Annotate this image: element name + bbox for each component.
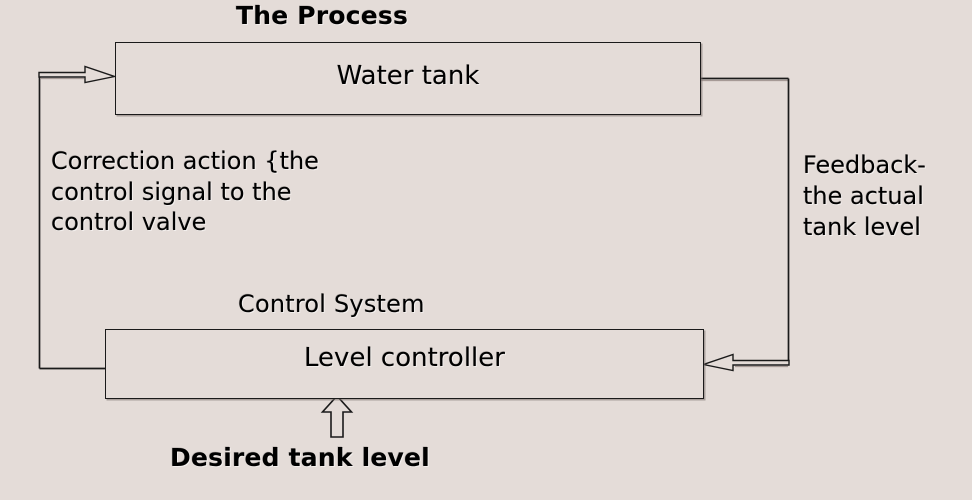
up-arrow-icon <box>320 394 354 438</box>
connector-setpoint <box>320 394 354 438</box>
heading-the-process: The Process <box>236 1 409 30</box>
annotation-desired-tank-level: Desired tank level <box>170 443 430 472</box>
annotation-correction-action: Correction action {the control signal to… <box>51 147 319 237</box>
connector-feedback <box>700 77 790 372</box>
right-arrow-icon <box>38 65 118 84</box>
block-water-tank-label: Water tank <box>336 61 480 91</box>
block-level-controller[interactable]: Level controller <box>105 329 704 399</box>
block-level-controller-label: Level controller <box>304 343 505 373</box>
left-arrow-icon <box>700 353 790 372</box>
block-water-tank[interactable]: Water tank <box>115 42 701 115</box>
heading-control-system: Control System <box>238 290 425 318</box>
annotation-feedback: Feedback- the actual tank level <box>803 151 926 241</box>
